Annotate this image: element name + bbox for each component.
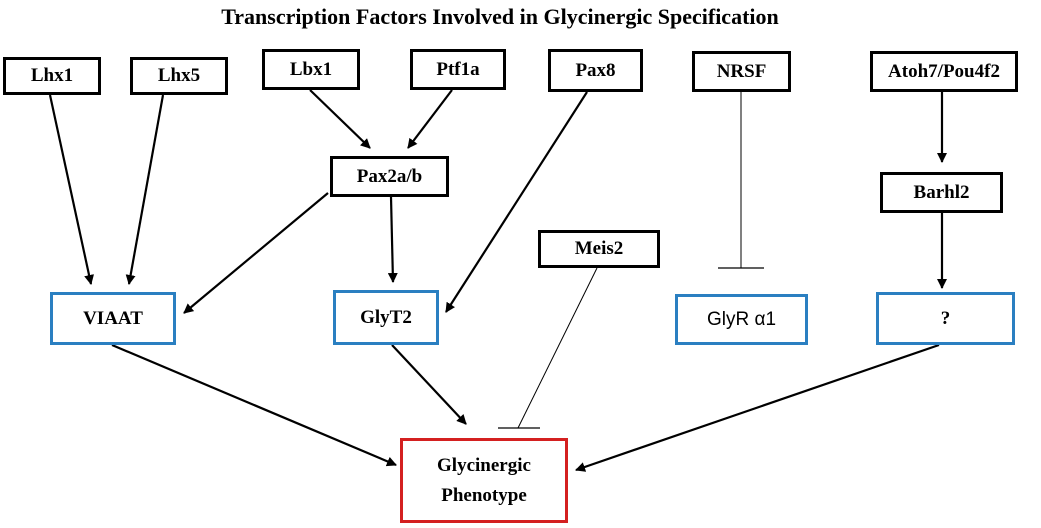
node-pax2ab: Pax2a/b [330, 156, 449, 197]
node-glycinergic-phenotype: Glycinergic Phenotype [400, 438, 568, 523]
edge-pax2ab-glyt2 [387, 196, 398, 283]
edge-pax8-glyt2 [445, 91, 588, 313]
edge-ptf1a-pax2ab [407, 89, 453, 149]
node-barhl2: Barhl2 [880, 172, 1003, 213]
node-meis2: Meis2 [538, 230, 660, 268]
edge-lbx1-pax2ab [309, 89, 371, 149]
inhibit-meis2-phenotype [517, 267, 598, 429]
node-lhx1: Lhx1 [3, 57, 101, 95]
node-nrsf: NRSF [692, 51, 791, 92]
node-glyt2: GlyT2 [333, 290, 439, 345]
node-unknown: ? [876, 292, 1015, 345]
edge-viaat-phenotype [111, 343, 397, 467]
node-lhx5: Lhx5 [130, 57, 228, 95]
edge-pax2ab-viaat [183, 192, 329, 314]
node-lbx1: Lbx1 [262, 49, 360, 90]
node-pax8: Pax8 [548, 49, 643, 92]
edge-lhx5-viaat [125, 94, 165, 285]
edge-glyt2-phenotype [391, 344, 467, 425]
phenotype-line2: Phenotype [441, 484, 527, 506]
node-ptf1a: Ptf1a [410, 49, 506, 90]
phenotype-line1: Glycinergic [437, 454, 531, 476]
edge-lhx1-viaat [48, 94, 94, 285]
node-viaat: VIAAT [50, 292, 176, 345]
diagram-title: Transcription Factors Involved in Glycin… [221, 4, 779, 29]
node-atoh7-pou4f2: Atoh7/Pou4f2 [870, 51, 1018, 92]
edge-unknown-phenotype [575, 343, 940, 472]
node-glyr-a1: GlyR α1 [675, 294, 808, 345]
